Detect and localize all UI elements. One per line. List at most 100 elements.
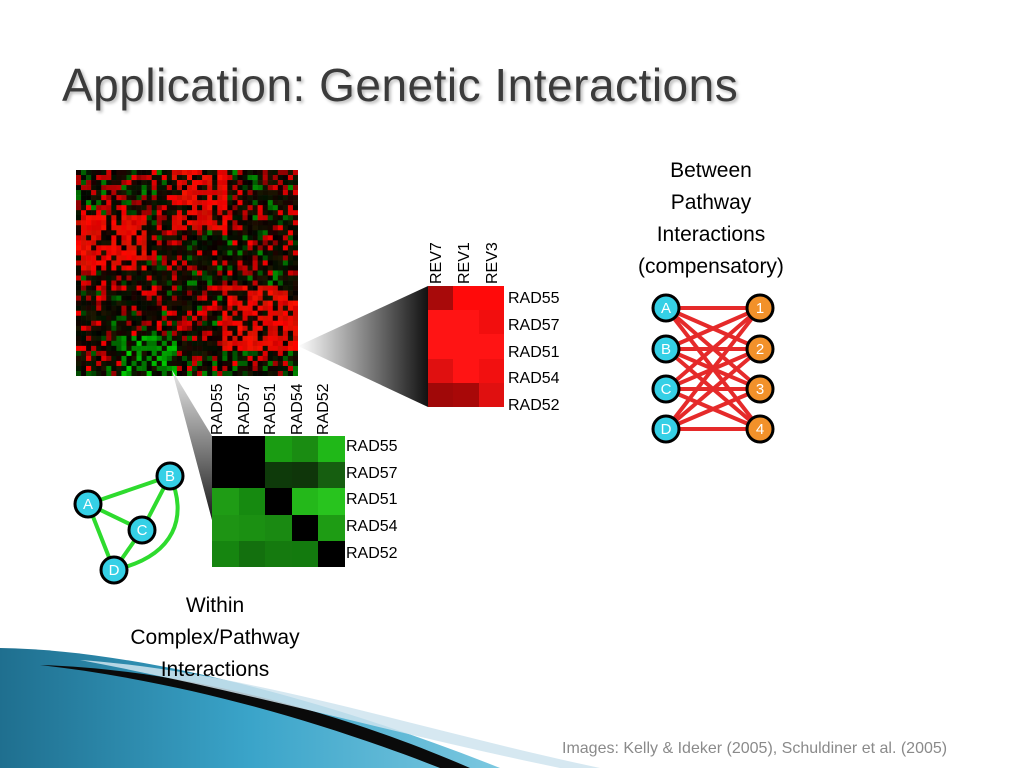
within-caption-line: Within: [185, 594, 245, 617]
green-matrix-cell: [265, 488, 292, 515]
between-caption-line: Pathway: [670, 191, 752, 214]
svg-text:C: C: [661, 381, 672, 398]
red-row-label-rad55: RAD55: [508, 290, 560, 307]
node-c: C: [651, 374, 681, 404]
red-matrix-cell: [428, 358, 454, 383]
between-pathway-matrix: [428, 286, 504, 407]
green-matrix-cell: [238, 462, 266, 489]
red-matrix-cell: [428, 286, 454, 311]
green-matrix-cell: [212, 462, 239, 489]
node-2: 2: [745, 334, 775, 364]
between-pathway-caption: Between Pathway Interactions (compensato…: [600, 155, 822, 283]
green-col-label-rad55: RAD55: [209, 383, 226, 435]
green-matrix-cell: [238, 436, 266, 463]
red-matrix-cell: [478, 358, 504, 383]
node-b: B: [651, 334, 681, 364]
green-col-label-rad54: RAD54: [289, 383, 306, 435]
red-matrix-cell: [428, 334, 454, 359]
red-matrix-cell: [453, 358, 479, 383]
within-pathway-graph: A B C D: [73, 461, 185, 585]
green-matrix-cell: [291, 462, 319, 489]
red-matrix-cell: [453, 286, 479, 311]
green-matrix-cell: [212, 540, 239, 567]
green-row-label-rad54: RAD54: [346, 518, 398, 535]
node-1: 1: [745, 293, 775, 323]
green-row-label-rad57: RAD57: [346, 465, 398, 482]
green-matrix-cell: [291, 540, 319, 567]
green-matrix-cell: [265, 436, 292, 463]
red-row-label-rad52: RAD52: [508, 397, 560, 414]
red-matrix-cell: [428, 382, 454, 407]
red-col-label-rev1: REV1: [456, 242, 473, 284]
between-edge: [664, 347, 762, 431]
between-pathway-graph: A B C D 1 2 3 4: [651, 293, 775, 444]
green-matrix-cell: [265, 462, 292, 489]
between-edge: [665, 387, 761, 431]
red-matrix-cell: [453, 310, 479, 335]
green-matrix-cell: [318, 436, 345, 463]
svg-text:2: 2: [756, 341, 764, 358]
within-node-a: A: [73, 489, 103, 519]
green-matrix-cell: [291, 436, 319, 463]
svg-text:C: C: [137, 522, 148, 539]
interaction-heatmap-overview: [76, 170, 298, 376]
image-credit: Images: Kelly & Ideker (2005), Schuldine…: [562, 740, 948, 757]
within-node-b: B: [155, 461, 185, 491]
within-node-d: D: [99, 555, 129, 585]
red-matrix-cell: [478, 334, 504, 359]
between-caption-line: (compensatory): [638, 255, 784, 278]
green-col-label-rad52: RAD52: [315, 383, 332, 435]
svg-text:A: A: [83, 496, 93, 513]
green-matrix-cell: [291, 514, 319, 541]
within-caption-line: Complex/Pathway: [130, 626, 300, 649]
svg-text:B: B: [165, 468, 175, 485]
green-matrix-cell: [212, 488, 239, 515]
within-caption-line: Interactions: [160, 658, 270, 681]
svg-text:1: 1: [756, 300, 764, 317]
green-matrix-cell: [318, 462, 345, 489]
red-row-label-rad51: RAD51: [508, 344, 560, 361]
between-edge: [664, 306, 762, 391]
red-matrix-cell: [478, 382, 504, 407]
red-row-label-rad57: RAD57: [508, 317, 560, 334]
green-matrix-cell: [238, 540, 266, 567]
svg-text:3: 3: [756, 381, 764, 398]
green-col-label-rad51: RAD51: [262, 383, 279, 435]
node-3: 3: [745, 374, 775, 404]
svg-text:D: D: [109, 562, 120, 579]
within-pathway-matrix: [212, 436, 345, 567]
red-matrix-cell: [453, 334, 479, 359]
red-matrix-cell: [428, 310, 454, 335]
green-matrix-cell: [212, 514, 239, 541]
svg-text:D: D: [661, 421, 672, 438]
green-matrix-cell: [318, 514, 345, 541]
node-d: D: [651, 414, 681, 444]
green-matrix-cell: [238, 514, 266, 541]
green-row-label-rad52: RAD52: [346, 545, 398, 562]
red-col-label-rev3: REV3: [484, 242, 501, 284]
between-caption-line: Interactions: [656, 223, 766, 246]
green-row-label-rad55: RAD55: [346, 438, 398, 455]
green-matrix-cell: [291, 488, 319, 515]
within-node-c: C: [127, 515, 157, 545]
node-4: 4: [745, 414, 775, 444]
svg-text:A: A: [661, 300, 671, 317]
green-matrix-cell: [238, 488, 266, 515]
green-matrix-cell: [212, 436, 239, 463]
node-a: A: [651, 293, 681, 323]
red-matrix-cell: [478, 286, 504, 311]
red-col-label-rev7: REV7: [428, 242, 445, 284]
green-matrix-cell: [318, 488, 345, 515]
green-matrix-cell: [265, 514, 292, 541]
between-edge: [665, 306, 761, 351]
svg-text:B: B: [661, 341, 671, 358]
green-matrix-cell: [265, 540, 292, 567]
within-pathway-caption: Within Complex/Pathway Interactions: [100, 590, 330, 686]
within-edge: [113, 475, 180, 572]
green-col-label-rad57: RAD57: [236, 383, 253, 435]
slide-title: Application: Genetic Interactions: [62, 59, 739, 111]
red-matrix-cell: [453, 382, 479, 407]
red-row-label-rad54: RAD54: [508, 370, 560, 387]
between-caption-line: Between: [670, 159, 752, 182]
